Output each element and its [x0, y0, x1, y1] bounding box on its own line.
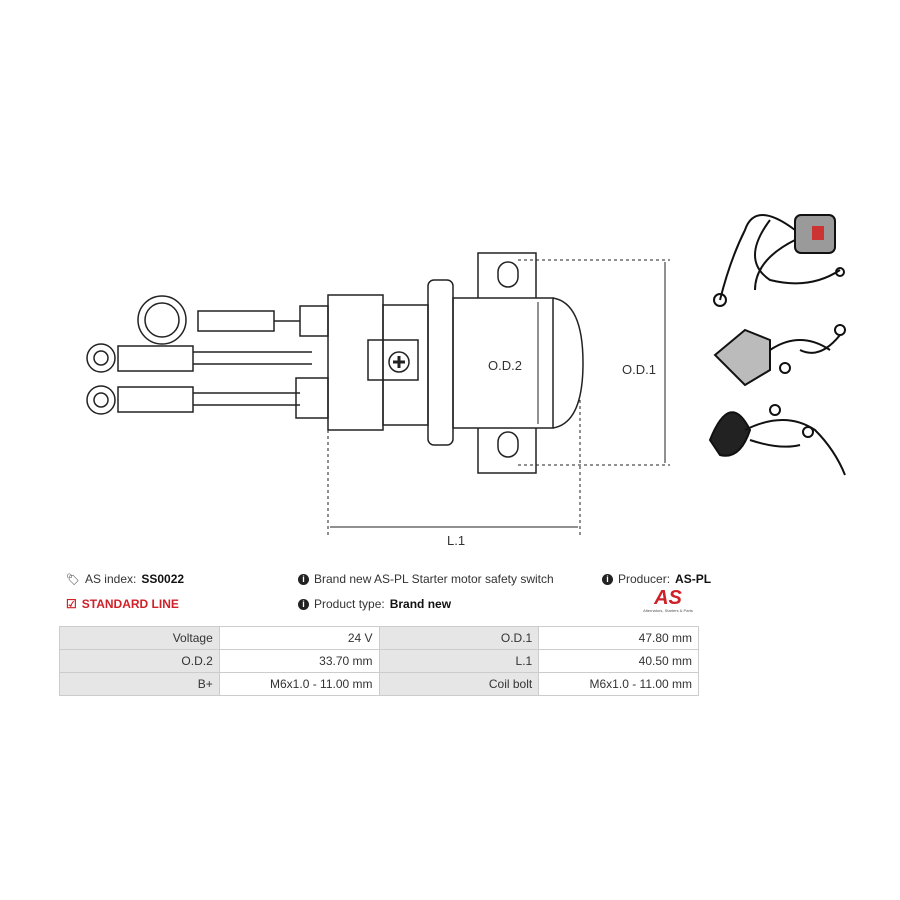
od2-label: O.D.2: [488, 358, 522, 373]
spec-value: 24 V: [218, 626, 380, 650]
producer: i Producer: AS-PL: [602, 572, 711, 586]
l1-label: L.1: [447, 533, 465, 548]
spec-label: Voltage: [59, 626, 220, 650]
spec-value: M6x1.0 - 11.00 mm: [538, 672, 699, 696]
spec-value: M6x1.0 - 11.00 mm: [218, 672, 380, 696]
standard-line-badge: ☑ STANDARD LINE: [66, 597, 179, 611]
spec-label: L.1: [378, 649, 540, 673]
spec-value: 47.80 mm: [538, 626, 699, 650]
spec-label: O.D.2: [59, 649, 220, 673]
spec-value: 40.50 mm: [538, 649, 699, 673]
spec-label: O.D.1: [378, 626, 540, 650]
description: i Brand new AS-PL Starter motor safety s…: [298, 572, 554, 586]
product-photos: [708, 214, 846, 476]
od1-label: O.D.1: [622, 362, 656, 377]
tag-icon: 🏷: [66, 573, 80, 586]
info-icon: i: [298, 573, 309, 585]
spec-label: Coil bolt: [378, 672, 540, 696]
as-pl-logo: AS Alternators, Starters & Parts: [643, 587, 693, 613]
as-index-value: SS0022: [141, 572, 185, 586]
spec-label: B+: [59, 672, 220, 696]
technical-drawing: O.D.2 O.D.1 L.1: [86, 252, 670, 548]
product-type: i Product type: Brand new: [298, 597, 451, 611]
info-icon: i: [298, 598, 309, 610]
checkbox-icon: ☑: [66, 597, 77, 611]
spec-value: 33.70 mm: [218, 649, 380, 673]
info-icon: i: [602, 573, 613, 585]
as-index: 🏷 AS index: SS0022: [66, 572, 185, 586]
